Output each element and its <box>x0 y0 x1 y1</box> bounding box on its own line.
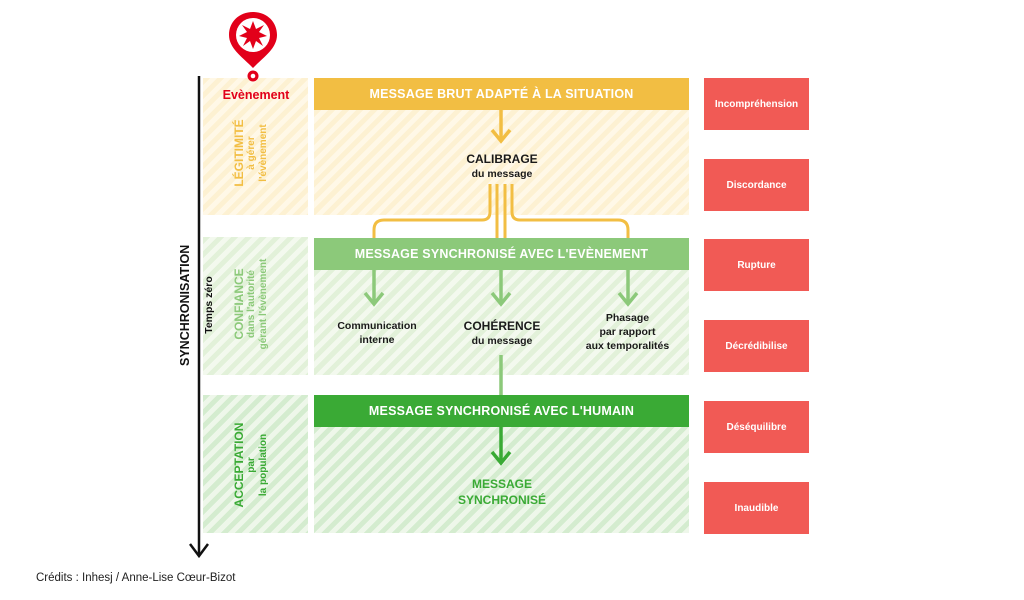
risk-box: Incompréhension <box>704 78 809 130</box>
phase-confiance-label: CONFIANCE dans l'autorité gérant l'évène… <box>232 258 269 350</box>
phasage-node: Phasage par rapport aux temporalités <box>585 312 670 352</box>
legitimite-band-left <box>203 78 308 215</box>
event-label: Evènement <box>222 88 290 102</box>
synchronisation-axis-label: SYNCHRONISATION <box>178 244 192 366</box>
confiance-band-left <box>203 237 308 375</box>
flow-arrows <box>363 110 639 466</box>
message-sync-humain-bar: MESSAGE SYNCHRONISÉ AVEC L'HUMAIN <box>314 395 689 427</box>
acceptation-band-left <box>203 395 308 533</box>
risk-box: Décrédibilise <box>704 320 809 372</box>
risk-box: Déséquilibre <box>704 401 809 453</box>
risk-box: Discordance <box>704 159 809 211</box>
event-pin-icon <box>229 12 277 82</box>
message-brut-bar: MESSAGE BRUT ADAPTÉ À LA SITUATION <box>314 78 689 110</box>
synchronisation-axis-arrow <box>189 76 209 559</box>
risk-box: Inaudible <box>704 482 809 534</box>
phase-acceptation-label: ACCEPTATION par la population <box>232 422 269 508</box>
message-sync-evenement-bar: MESSAGE SYNCHRONISÉ AVEC L'EVÈNEMENT <box>314 238 689 270</box>
phase-legitimite-label: LÉGITIMITÉ à gérer l'évènement <box>232 119 269 187</box>
temps-zero-label: Temps zéro <box>203 276 215 334</box>
message-synchronise-node: MESSAGE SYNCHRONISÉ <box>457 477 546 507</box>
credits-text: Crédits : Inhesj / Anne-Lise Cœur-Bizot <box>36 572 236 584</box>
communication-interne-node: Communication interne <box>337 320 417 346</box>
risk-box: Rupture <box>704 239 809 291</box>
coherence-node: COHÉRENCE du message <box>463 319 541 347</box>
calibrage-node: CALIBRAGE du message <box>466 152 538 180</box>
